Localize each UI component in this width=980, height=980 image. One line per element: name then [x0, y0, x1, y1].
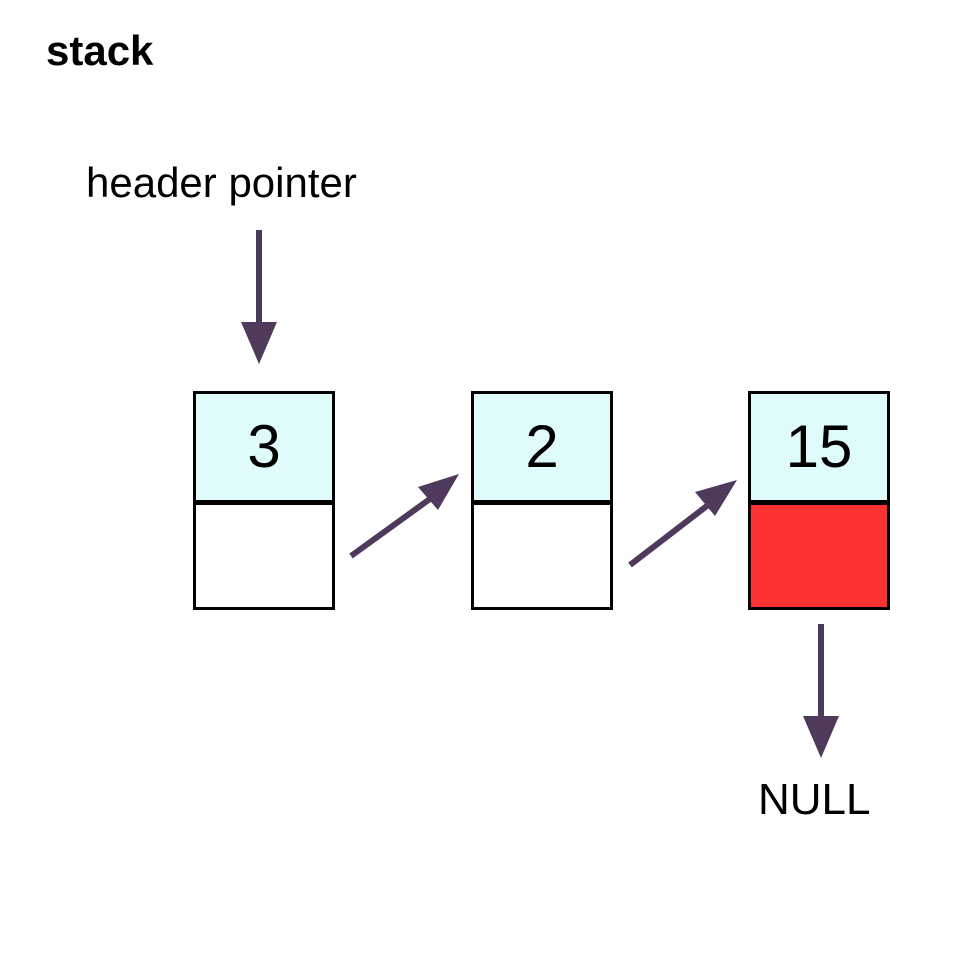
node-1-to-node-2-arrow	[349, 474, 459, 559]
null-label: NULL	[758, 775, 871, 824]
node-1-next-pointer	[196, 505, 332, 607]
diagram-title: stack	[46, 27, 154, 74]
node-2-next-pointer	[474, 505, 610, 607]
stack-node-2: 2	[471, 391, 613, 610]
node-2-data: 2	[474, 394, 610, 500]
node-1-data: 3	[196, 394, 332, 500]
node-3-data: 15	[751, 394, 887, 500]
header-pointer-label: header pointer	[86, 159, 357, 206]
header-pointer-arrow	[241, 230, 277, 364]
stack-node-1: 3	[193, 391, 335, 610]
node-2-to-node-3-arrow	[628, 480, 737, 568]
null-arrow	[803, 624, 839, 758]
node-3-null-pointer	[751, 505, 887, 607]
stack-node-3: 15	[748, 391, 890, 610]
